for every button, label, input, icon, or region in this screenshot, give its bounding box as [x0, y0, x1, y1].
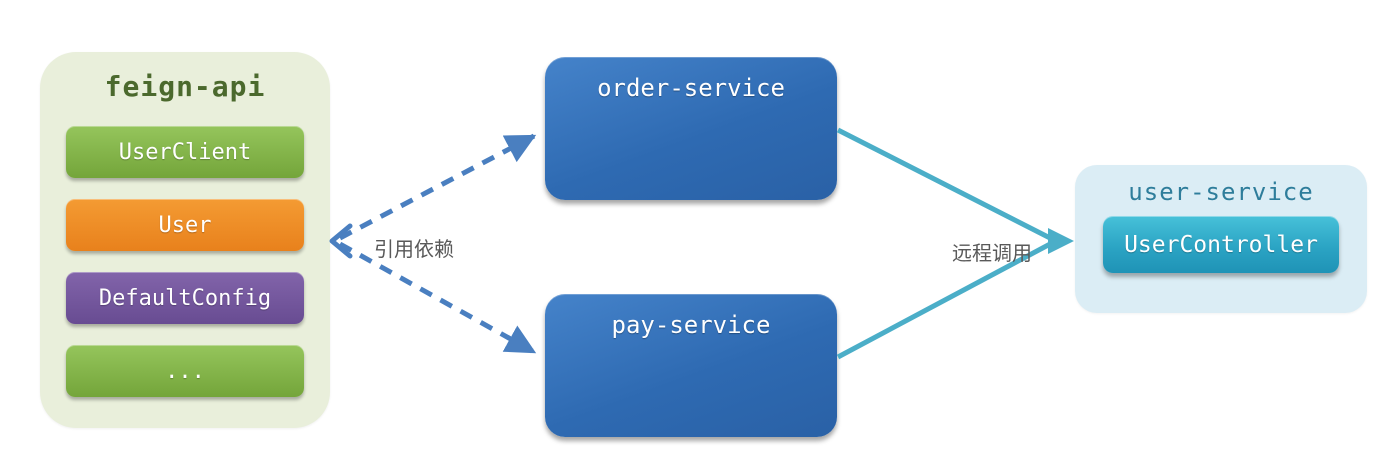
feign-api-container: feign-api UserClient User DefaultConfig … — [40, 52, 330, 428]
feign-api-title: feign-api — [104, 70, 266, 103]
pay-service-node: pay-service — [545, 294, 837, 437]
module-label: User — [158, 212, 212, 238]
remote-call-arrowhead — [1048, 228, 1074, 254]
dependency-edge-label: 引用依赖 — [374, 237, 454, 261]
module-box-ellipsis: ... — [66, 345, 304, 397]
remote-call-edge-label: 远程调用 — [952, 241, 1032, 265]
module-box-user: User — [66, 199, 304, 251]
usercontroller-label: UserController — [1124, 231, 1318, 258]
usercontroller-box: UserController — [1103, 216, 1339, 273]
dependency-arrow-order — [338, 133, 537, 241]
order-service-node: order-service — [545, 57, 837, 200]
module-box-userclient: UserClient — [66, 126, 304, 178]
remote-call-line-order — [836, 127, 1054, 242]
user-service-title: user-service — [1128, 178, 1314, 206]
module-label: UserClient — [118, 139, 252, 165]
dependency-arrowhead-chevron — [329, 223, 353, 259]
pay-service-label: pay-service — [611, 311, 771, 339]
module-label: ... — [165, 358, 205, 384]
module-label: DefaultConfig — [98, 285, 272, 311]
order-service-label: order-service — [597, 74, 785, 102]
user-service-container: user-service UserController — [1075, 165, 1367, 313]
module-box-defaultconfig: DefaultConfig — [66, 272, 304, 324]
